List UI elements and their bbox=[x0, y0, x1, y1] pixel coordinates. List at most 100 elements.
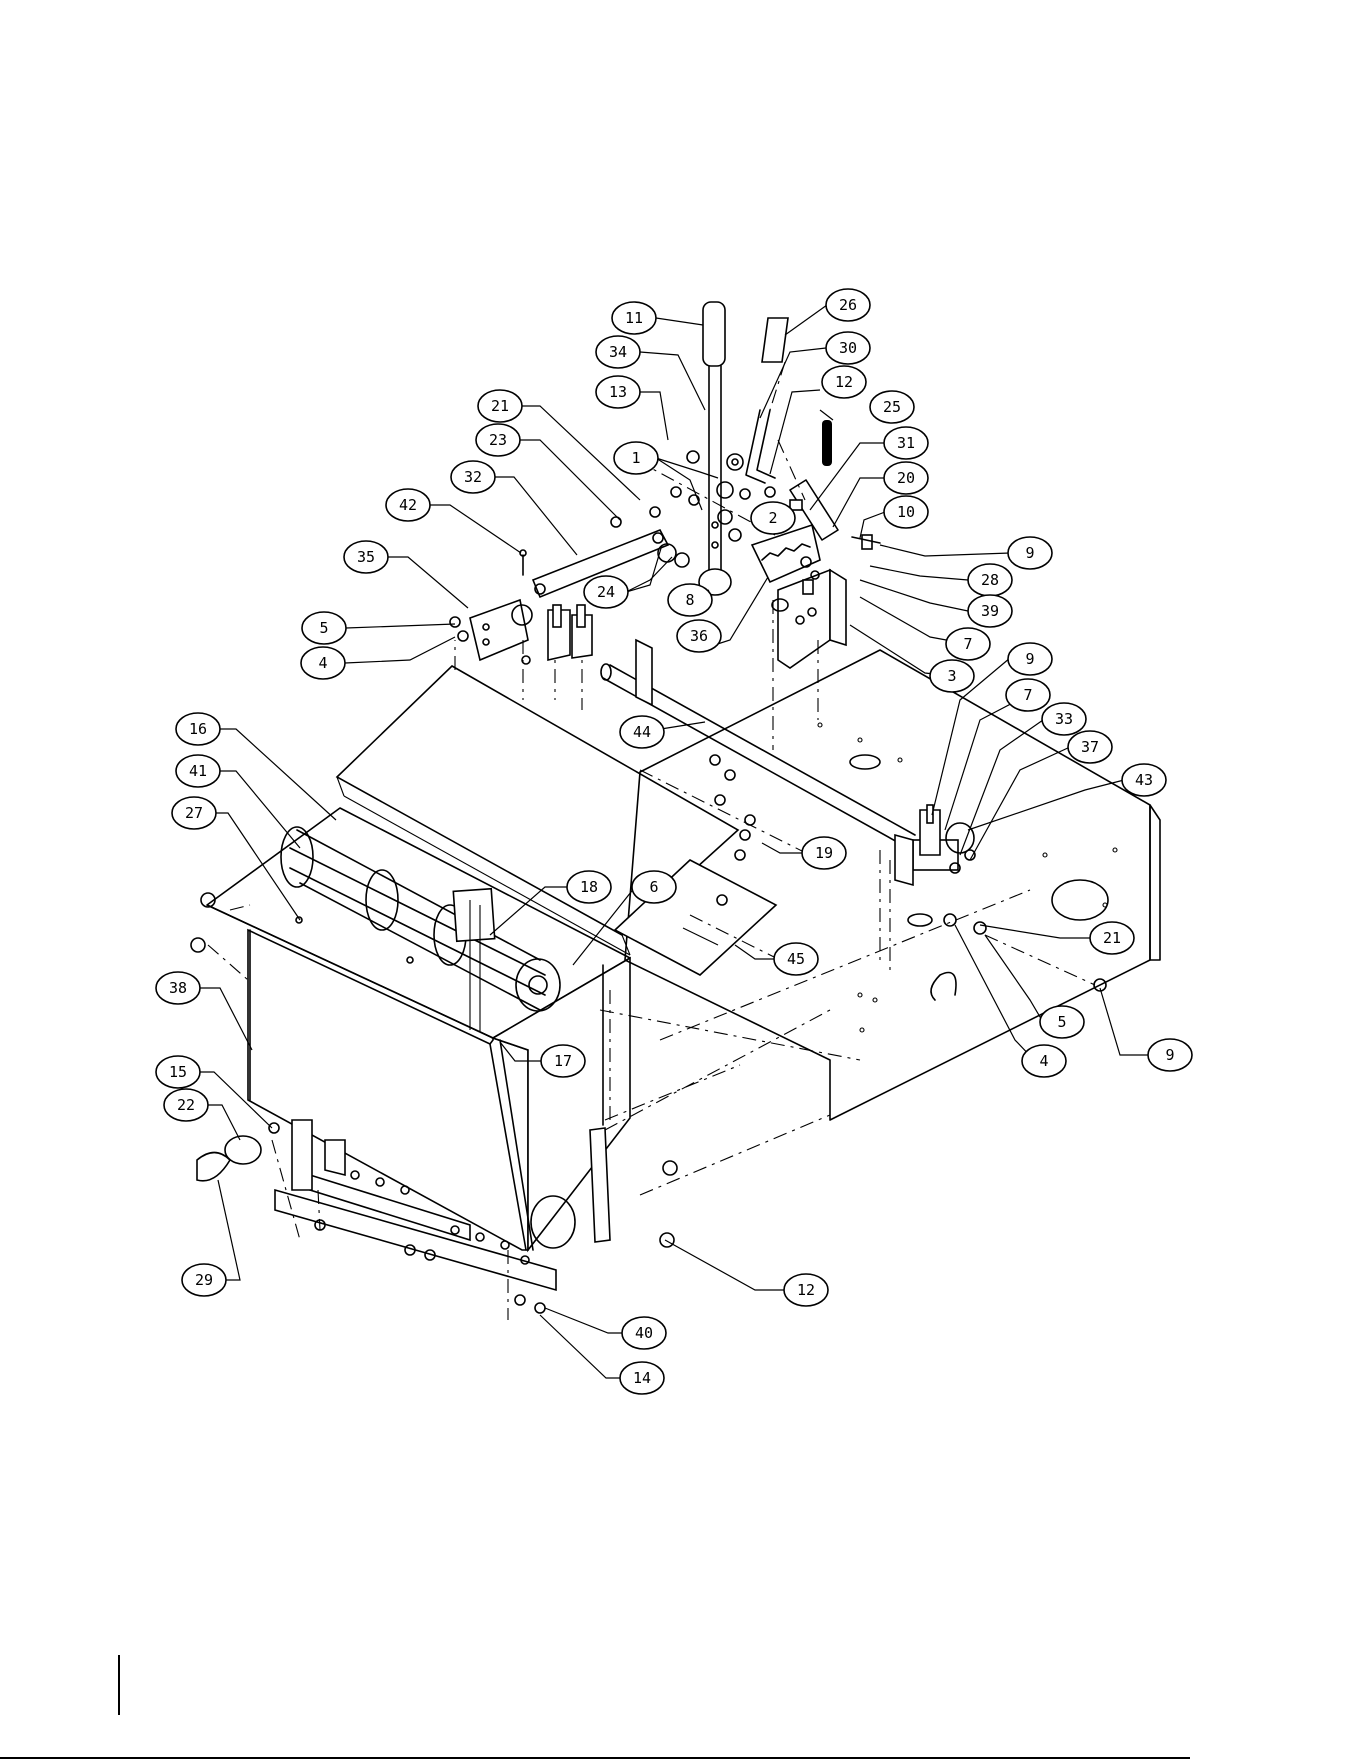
callout-2: 2 bbox=[751, 502, 795, 534]
svg-text:31: 31 bbox=[897, 434, 915, 452]
svg-text:4: 4 bbox=[318, 654, 327, 672]
callout-9-bottom: 9 bbox=[1148, 1039, 1192, 1071]
svg-text:29: 29 bbox=[195, 1271, 213, 1289]
svg-text:9: 9 bbox=[1165, 1046, 1174, 1064]
svg-text:19: 19 bbox=[815, 844, 833, 862]
svg-text:9: 9 bbox=[1025, 544, 1034, 562]
callout-12: 12 bbox=[822, 366, 866, 398]
callout-27: 27 bbox=[172, 797, 216, 829]
svg-text:42: 42 bbox=[399, 496, 417, 514]
svg-text:21: 21 bbox=[1103, 929, 1121, 947]
callout-40: 40 bbox=[622, 1317, 666, 1349]
svg-text:11: 11 bbox=[625, 309, 643, 327]
callout-12-bottom: 12 bbox=[784, 1274, 828, 1306]
svg-text:6: 6 bbox=[649, 878, 658, 896]
callout-23: 23 bbox=[476, 424, 520, 456]
svg-text:30: 30 bbox=[839, 339, 857, 357]
right-bracket bbox=[880, 805, 986, 975]
callout-8: 8 bbox=[668, 584, 712, 616]
svg-text:28: 28 bbox=[981, 571, 999, 589]
callout-37: 37 bbox=[1068, 731, 1112, 763]
callout-1: 1 bbox=[614, 442, 658, 474]
svg-text:1: 1 bbox=[631, 449, 640, 467]
svg-text:12: 12 bbox=[835, 373, 853, 391]
callout-17: 17 bbox=[541, 1045, 585, 1077]
callout-39: 39 bbox=[968, 595, 1012, 627]
svg-text:21: 21 bbox=[491, 397, 509, 415]
callout-32: 32 bbox=[451, 461, 495, 493]
callout-5-left: 5 bbox=[302, 612, 346, 644]
callout-16: 16 bbox=[176, 713, 220, 745]
callout-15: 15 bbox=[156, 1056, 200, 1088]
svg-text:13: 13 bbox=[609, 383, 627, 401]
callout-26: 26 bbox=[826, 289, 870, 321]
callout-31: 31 bbox=[884, 427, 928, 459]
callout-9-mid: 9 bbox=[1008, 643, 1052, 675]
svg-text:23: 23 bbox=[489, 431, 507, 449]
svg-text:24: 24 bbox=[597, 583, 615, 601]
svg-text:39: 39 bbox=[981, 602, 999, 620]
svg-text:36: 36 bbox=[690, 627, 708, 645]
svg-text:17: 17 bbox=[554, 1052, 572, 1070]
callout-11: 11 bbox=[612, 302, 656, 334]
callout-42: 42 bbox=[386, 489, 430, 521]
svg-text:27: 27 bbox=[185, 804, 203, 822]
svg-text:44: 44 bbox=[633, 723, 651, 741]
page-margin-bar bbox=[118, 1655, 120, 1715]
svg-text:15: 15 bbox=[169, 1063, 187, 1081]
callout-9-top: 9 bbox=[1008, 537, 1052, 569]
svg-text:38: 38 bbox=[169, 979, 187, 997]
svg-text:40: 40 bbox=[635, 1324, 653, 1342]
svg-text:4: 4 bbox=[1039, 1052, 1048, 1070]
callout-19: 19 bbox=[802, 837, 846, 869]
svg-text:34: 34 bbox=[609, 343, 627, 361]
link-arm bbox=[450, 507, 689, 710]
callout-33: 33 bbox=[1042, 703, 1086, 735]
callout-44: 44 bbox=[620, 716, 664, 748]
callout-30: 30 bbox=[826, 332, 870, 364]
svg-text:7: 7 bbox=[963, 635, 972, 653]
svg-text:32: 32 bbox=[464, 468, 482, 486]
adjustment-knob bbox=[197, 1123, 279, 1181]
callout-4-right: 4 bbox=[1022, 1045, 1066, 1077]
svg-text:12: 12 bbox=[797, 1281, 815, 1299]
svg-text:3: 3 bbox=[947, 667, 956, 685]
svg-text:22: 22 bbox=[177, 1096, 195, 1114]
callout-14: 14 bbox=[620, 1362, 664, 1394]
svg-text:18: 18 bbox=[580, 878, 598, 896]
svg-text:45: 45 bbox=[787, 950, 805, 968]
spring bbox=[822, 420, 832, 466]
callout-43: 43 bbox=[1122, 764, 1166, 796]
callout-38: 38 bbox=[156, 972, 200, 1004]
svg-text:41: 41 bbox=[189, 762, 207, 780]
svg-text:16: 16 bbox=[189, 720, 207, 738]
callout-45: 45 bbox=[774, 943, 818, 975]
callout-13: 13 bbox=[596, 376, 640, 408]
callout-18: 18 bbox=[567, 871, 611, 903]
svg-text:43: 43 bbox=[1135, 771, 1153, 789]
callout-10: 10 bbox=[884, 496, 928, 528]
callout-6: 6 bbox=[632, 871, 676, 903]
callout-3: 3 bbox=[930, 660, 974, 692]
svg-text:37: 37 bbox=[1081, 738, 1099, 756]
svg-text:2: 2 bbox=[768, 509, 777, 527]
svg-text:10: 10 bbox=[897, 503, 915, 521]
page-bottom-rule bbox=[0, 1757, 1190, 1759]
svg-text:5: 5 bbox=[1057, 1013, 1066, 1031]
callout-35: 35 bbox=[344, 541, 388, 573]
callout-41: 41 bbox=[176, 755, 220, 787]
callout-20: 20 bbox=[884, 462, 928, 494]
callout-36: 36 bbox=[677, 620, 721, 652]
svg-text:33: 33 bbox=[1055, 710, 1073, 728]
svg-text:35: 35 bbox=[357, 548, 375, 566]
svg-text:26: 26 bbox=[839, 296, 857, 314]
svg-text:14: 14 bbox=[633, 1369, 651, 1387]
svg-text:25: 25 bbox=[883, 398, 901, 416]
callout-28: 28 bbox=[968, 564, 1012, 596]
svg-text:9: 9 bbox=[1025, 650, 1034, 668]
callout-21-right: 21 bbox=[1090, 922, 1134, 954]
callout-22: 22 bbox=[164, 1089, 208, 1121]
callout-25: 25 bbox=[870, 391, 914, 423]
callout-7-right: 7 bbox=[1006, 679, 1050, 711]
